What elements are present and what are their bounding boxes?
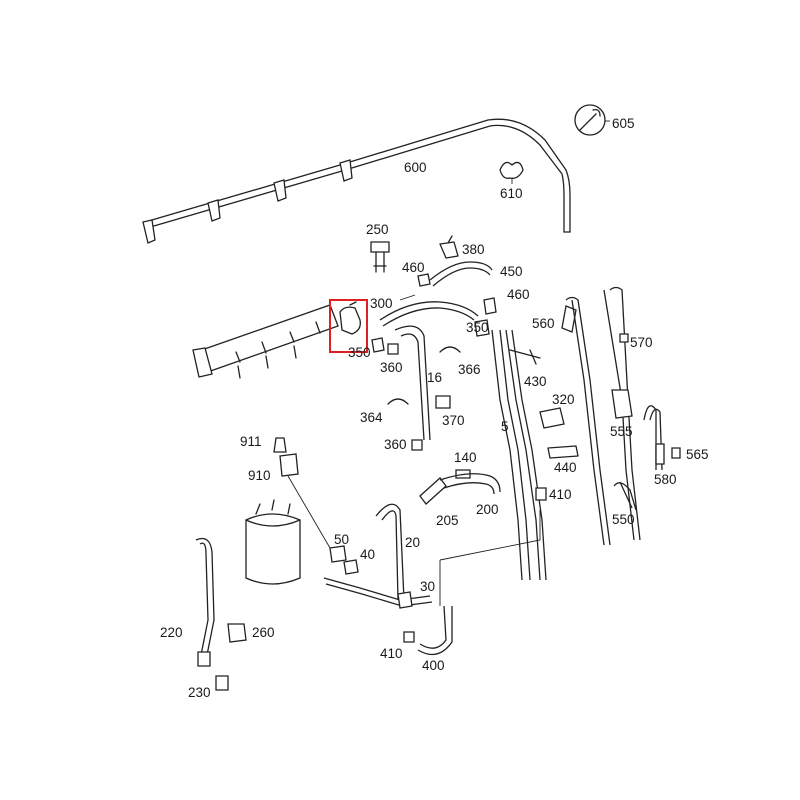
label-260[interactable]: 260: [252, 625, 275, 640]
part-360-ring-b[interactable]: [411, 439, 423, 451]
part-350-ring-b[interactable]: [474, 319, 490, 337]
label-364[interactable]: 364: [360, 410, 383, 425]
label-205[interactable]: 205: [436, 513, 459, 528]
label-580[interactable]: 580: [654, 472, 677, 487]
label-560[interactable]: 560: [532, 316, 555, 331]
part-20-hose[interactable]: [375, 503, 405, 601]
part-450-hose[interactable]: [429, 261, 493, 287]
part-5-line[interactable]: [491, 329, 531, 581]
label-450[interactable]: 450: [500, 264, 523, 279]
part-600-return-line[interactable]: [142, 118, 571, 244]
label-565[interactable]: 565: [686, 447, 709, 462]
part-30-fitting[interactable]: [397, 591, 413, 609]
part-410-clip-a[interactable]: [535, 487, 547, 501]
selection-highlight-box: [329, 299, 368, 353]
label-5[interactable]: 5: [501, 419, 509, 434]
part-230-plug[interactable]: [215, 675, 229, 691]
part-580-line[interactable]: [643, 405, 663, 471]
part-300-pressure-regulator[interactable]: [339, 301, 361, 335]
injector-connector: [142, 159, 353, 244]
part-911-sensor[interactable]: [273, 437, 287, 453]
part-364-clip[interactable]: [387, 398, 409, 405]
part-260-clip[interactable]: [227, 623, 247, 643]
part-350-ring-a[interactable]: [371, 337, 385, 353]
part-5-line-2[interactable]: [505, 329, 547, 581]
leader-400: [439, 510, 541, 606]
wrench-icon: [574, 104, 606, 136]
label-440[interactable]: 440: [554, 460, 577, 475]
label-400[interactable]: 400: [422, 658, 445, 673]
label-460[interactable]: 460: [402, 260, 425, 275]
label-250[interactable]: 250: [366, 222, 389, 237]
label-220[interactable]: 220: [160, 625, 183, 640]
part-380-clip[interactable]: [439, 235, 459, 259]
part-16-hose[interactable]: [379, 301, 479, 327]
part-565-clip[interactable]: [671, 447, 681, 459]
part-320-bracket[interactable]: [539, 407, 565, 429]
part-910-fitting[interactable]: [279, 453, 299, 477]
part-360-ring-a[interactable]: [387, 343, 399, 355]
label-910[interactable]: 910: [248, 468, 271, 483]
part-460-clip-b[interactable]: [483, 297, 497, 315]
label-230[interactable]: 230: [188, 685, 211, 700]
label-410[interactable]: 410: [549, 487, 572, 502]
part-220-line[interactable]: [195, 537, 215, 661]
label-350[interactable]: 350: [348, 345, 371, 360]
label-300[interactable]: 300: [370, 296, 393, 311]
label-600[interactable]: 600: [404, 160, 427, 175]
label-430[interactable]: 430: [524, 374, 547, 389]
label-610[interactable]: 610: [500, 186, 523, 201]
part-555-bracket[interactable]: [611, 389, 633, 419]
part-610-clip[interactable]: [499, 161, 524, 184]
label-911[interactable]: 911: [240, 434, 262, 449]
label-350[interactable]: 350: [466, 320, 489, 335]
label-380[interactable]: 380: [462, 242, 485, 257]
part-430-bolt[interactable]: [509, 349, 541, 365]
label-366[interactable]: 366: [458, 362, 481, 377]
part-205-connector[interactable]: [419, 477, 447, 505]
part-460-clip-a[interactable]: [417, 273, 431, 287]
part-400-hose[interactable]: [417, 605, 453, 656]
label-410[interactable]: 410: [380, 646, 403, 661]
label-605[interactable]: 605: [612, 116, 635, 131]
fuel-rail[interactable]: [192, 294, 416, 379]
part-labels: 605 600 610 250 380 460 450 460 300 350 …: [160, 116, 709, 700]
label-550[interactable]: 550: [612, 512, 635, 527]
part-440-fitting[interactable]: [547, 445, 579, 459]
part-550-hose[interactable]: [613, 481, 637, 511]
part-250-banjo-bolt[interactable]: [370, 241, 390, 273]
part-50-sensor[interactable]: [329, 545, 347, 563]
label-200[interactable]: 200: [476, 502, 499, 517]
label-50[interactable]: 50: [334, 532, 349, 547]
part-570-line[interactable]: [565, 296, 611, 546]
label-40[interactable]: 40: [360, 547, 375, 562]
label-30[interactable]: 30: [420, 579, 435, 594]
part-370-clip[interactable]: [435, 395, 451, 409]
part-220-fitting[interactable]: [197, 651, 211, 667]
label-570[interactable]: 570: [630, 335, 653, 350]
label-20[interactable]: 20: [405, 535, 420, 550]
part-16-hose-lower[interactable]: [394, 325, 431, 441]
part-570-fitting[interactable]: [619, 333, 629, 343]
label-140[interactable]: 140: [454, 450, 477, 465]
part-366-clip[interactable]: [439, 346, 461, 353]
part-410-clip-b[interactable]: [403, 631, 415, 643]
part-30-line[interactable]: [323, 577, 433, 607]
part-200-hose[interactable]: [439, 473, 501, 495]
part-40-sensor[interactable]: [343, 559, 359, 575]
fuel-filter[interactable]: [245, 499, 301, 585]
label-370[interactable]: 370: [442, 413, 465, 428]
label-460[interactable]: 460: [507, 287, 530, 302]
label-360[interactable]: 360: [384, 437, 407, 452]
part-580-fitting[interactable]: [655, 443, 665, 465]
label-320[interactable]: 320: [552, 392, 575, 407]
label-16[interactable]: 16: [427, 370, 442, 385]
label-555[interactable]: 555: [610, 424, 633, 439]
label-360[interactable]: 360: [380, 360, 403, 375]
